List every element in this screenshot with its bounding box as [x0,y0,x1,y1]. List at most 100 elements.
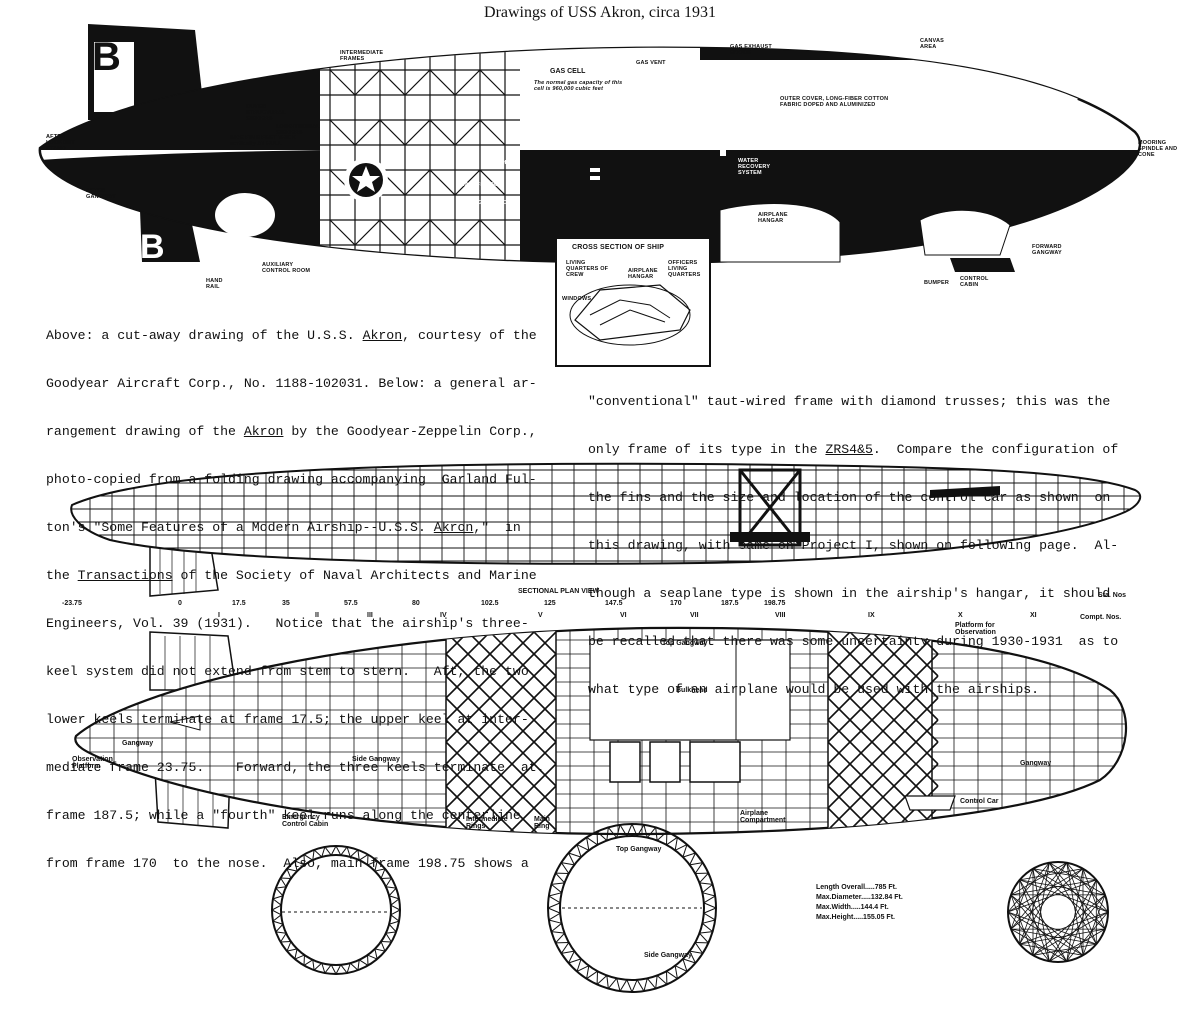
label-living-quarters-crew: LIVING QUARTERS OF CREW [566,260,609,278]
caption-line: only frame of its type in the ZRS4&5. Co… [588,442,1119,457]
caption-line: rangement drawing of the Akron by the Go… [46,424,537,439]
caption-line: though a seaplane type is shown in the a… [588,586,1111,601]
caption-line: Above: a cut-away drawing of the U.S.S. … [46,328,537,343]
caption-line: "conventional" taut-wired frame with dia… [588,394,1111,409]
compartment-numeral: II [315,612,319,619]
label-longitudinal-girders: LONGITUDINAL GIRDERS [276,124,320,136]
label-intermediate-frames: INTERMEDIATE FRAMES [340,50,384,62]
label-top-gangway: Top Gangway [662,640,708,647]
caption-line: Engineers, Vol. 39 (1931). Notice that t… [46,616,529,631]
frame-station: 102.5 [481,600,499,607]
frame-station: 0 [178,600,182,607]
compartment-numeral: VII [690,612,699,619]
frame-station: 17.5 [232,600,246,607]
spec-row: Max.Width.....144.4 Ft. [816,904,889,911]
frame-station: 187.5 [721,600,739,607]
label-mooring-spindle: MOORING SPINDLE AND CONE [1138,140,1178,158]
caption-line: lower keels terminate at frame 17.5; the… [46,712,529,727]
plan-view-title: SECTIONAL PLAN VIEW [518,588,600,595]
label-main-ring: Main Ring [534,816,550,830]
cross-section-rings [271,823,1109,993]
label-hand-rail: HAND RAIL [206,278,223,290]
label-section-top-gangway: Top Gangway [616,846,662,853]
label-after-gangway: AFTER GANGWAY [86,188,116,200]
label-outer-structural-girders: OUTER STRUCTURAL GIRDERS [246,104,286,122]
frame-station: 35 [282,600,290,607]
frame-station: -23.75 [62,600,82,607]
label-water-recovery: WATER RECOVERY SYSTEM [738,158,771,176]
label-observation-platform: Observation Platform [72,756,113,770]
compartment-numeral: I [218,612,220,619]
label-bumper: BUMPER [924,280,950,286]
caption-line: keel system did not extend from stem to … [46,664,529,679]
compartment-numeral: IX [868,612,875,619]
label-emergency-control-cabin: Emergency Control Cabin [282,814,329,828]
compt-nos-label: Compt. Nos. [1080,614,1122,621]
page-title: Drawings of USS Akron, circa 1931 [484,4,716,21]
label-cross-section-title: CROSS SECTION OF SHIP [572,244,665,251]
frame-station: 80 [412,600,420,607]
label-side-fin: SIDE FIN 8 FEET THICK vertically AT HULL [230,135,296,147]
spec-row: Max.Diameter.....132.84 Ft. [816,894,903,901]
plan-view [70,462,1142,597]
label-main-frame: MAIN FRAME [460,182,498,188]
label-gas-cell-note: The normal gas capacity of this cell is … [534,80,623,92]
caption-line: photo-copied from a folding drawing acco… [46,472,537,487]
caption-line: frame 187.5; while a "fourth" keel runs … [46,808,521,823]
caption-line: be recalled that there was some uncertai… [588,634,1119,649]
label-canvas-area: CANVAS AREA [920,38,945,50]
svg-text:B: B [140,228,165,266]
compartment-numeral: IV [440,612,447,619]
label-section-side-gangway: Side Gangway [644,952,692,959]
frame-station: 57.5 [344,600,358,607]
label-bulkhead: BULKHEAD [486,160,519,166]
label-outer-cover: OUTER COVER, LONG-FIBER COTTON FABRIC DO… [780,96,889,108]
caption-line: the Transactions of the Society of Naval… [46,568,537,583]
label-windows: WINDOWS [562,296,592,302]
label-platform-observation: Platform for Observation [955,622,996,636]
label-forward-gangway: FORWARD GANGWAY [1032,244,1062,256]
label-intermediate-rings: Intermediate Rings [466,816,508,830]
frame-station: 125 [544,600,556,607]
compartment-numeral: X [958,612,963,619]
caption-line: what type of an airplane would be used w… [588,682,1040,697]
caption-line: this drawing, with same on Project I, sh… [588,538,1119,553]
label-bulkhead-elev: Bulkhead [676,687,708,694]
label-side-gangway: Side Gangway [352,756,400,763]
label-control-car: Control Car [960,798,999,805]
label-gas-exhaust-hoods: GAS EXHAUST HOODS [730,44,772,56]
frame-station: 170 [670,600,682,607]
frame-station: 147.5 [605,600,623,607]
spec-row: Max.Height.....155.05 Ft. [816,914,895,921]
cutaway-hull [38,46,1141,272]
cross-section-inset [555,237,711,367]
label-after-lookout: AFTER LOOKOUT STAND [46,134,75,152]
elevation-view [74,626,1128,836]
caption-right: "conventional" taut-wired frame with dia… [588,362,1148,714]
label-gangway-right: Gangway [1020,760,1052,767]
spec-row: Length Overall.....785 Ft. [816,884,897,891]
compartment-numeral: III [367,612,373,619]
label-control-cabin: CONTROL CABIN [960,276,989,288]
sta-nos-label: Sta. Nos [1098,592,1127,599]
caption-left: Above: a cut-away drawing of the U.S.S. … [46,296,556,888]
label-engine-room: ENGINE ROOM [470,200,512,206]
caption-line: Goodyear Aircraft Corp., No. 1188-102031… [46,376,537,391]
caption-line: ton's "Some Features of a Modern Airship… [46,520,521,535]
label-gangway-left: Gangway [122,740,154,747]
label-airplane-hangar: AIRPLANE HANGAR [758,212,788,224]
label-airplane-compartment: Airplane Compartment [740,810,786,824]
caption-line: mediate frame 23.75. Forward, the three … [46,760,545,775]
compartment-numeral: V [538,612,543,619]
specs-table: Length Overall.....785 Ft. Max.Diameter..… [816,883,903,923]
compartment-numeral: VI [620,612,627,619]
label-gas-vent: GAS VENT [636,60,666,66]
label-officers-quarters: OFFICERS LIVING QUARTERS [668,260,701,278]
compartment-numeral: XI [1030,612,1037,619]
frame-station: 198.75 [764,600,786,607]
svg-text:B: B [92,35,121,79]
label-gas-cell: GAS CELL [550,68,586,75]
label-airplane-hangar-cs: AIRPLANE HANGAR [628,268,658,280]
caption-line: from frame 170 to the nose. Also, main f… [46,856,529,871]
